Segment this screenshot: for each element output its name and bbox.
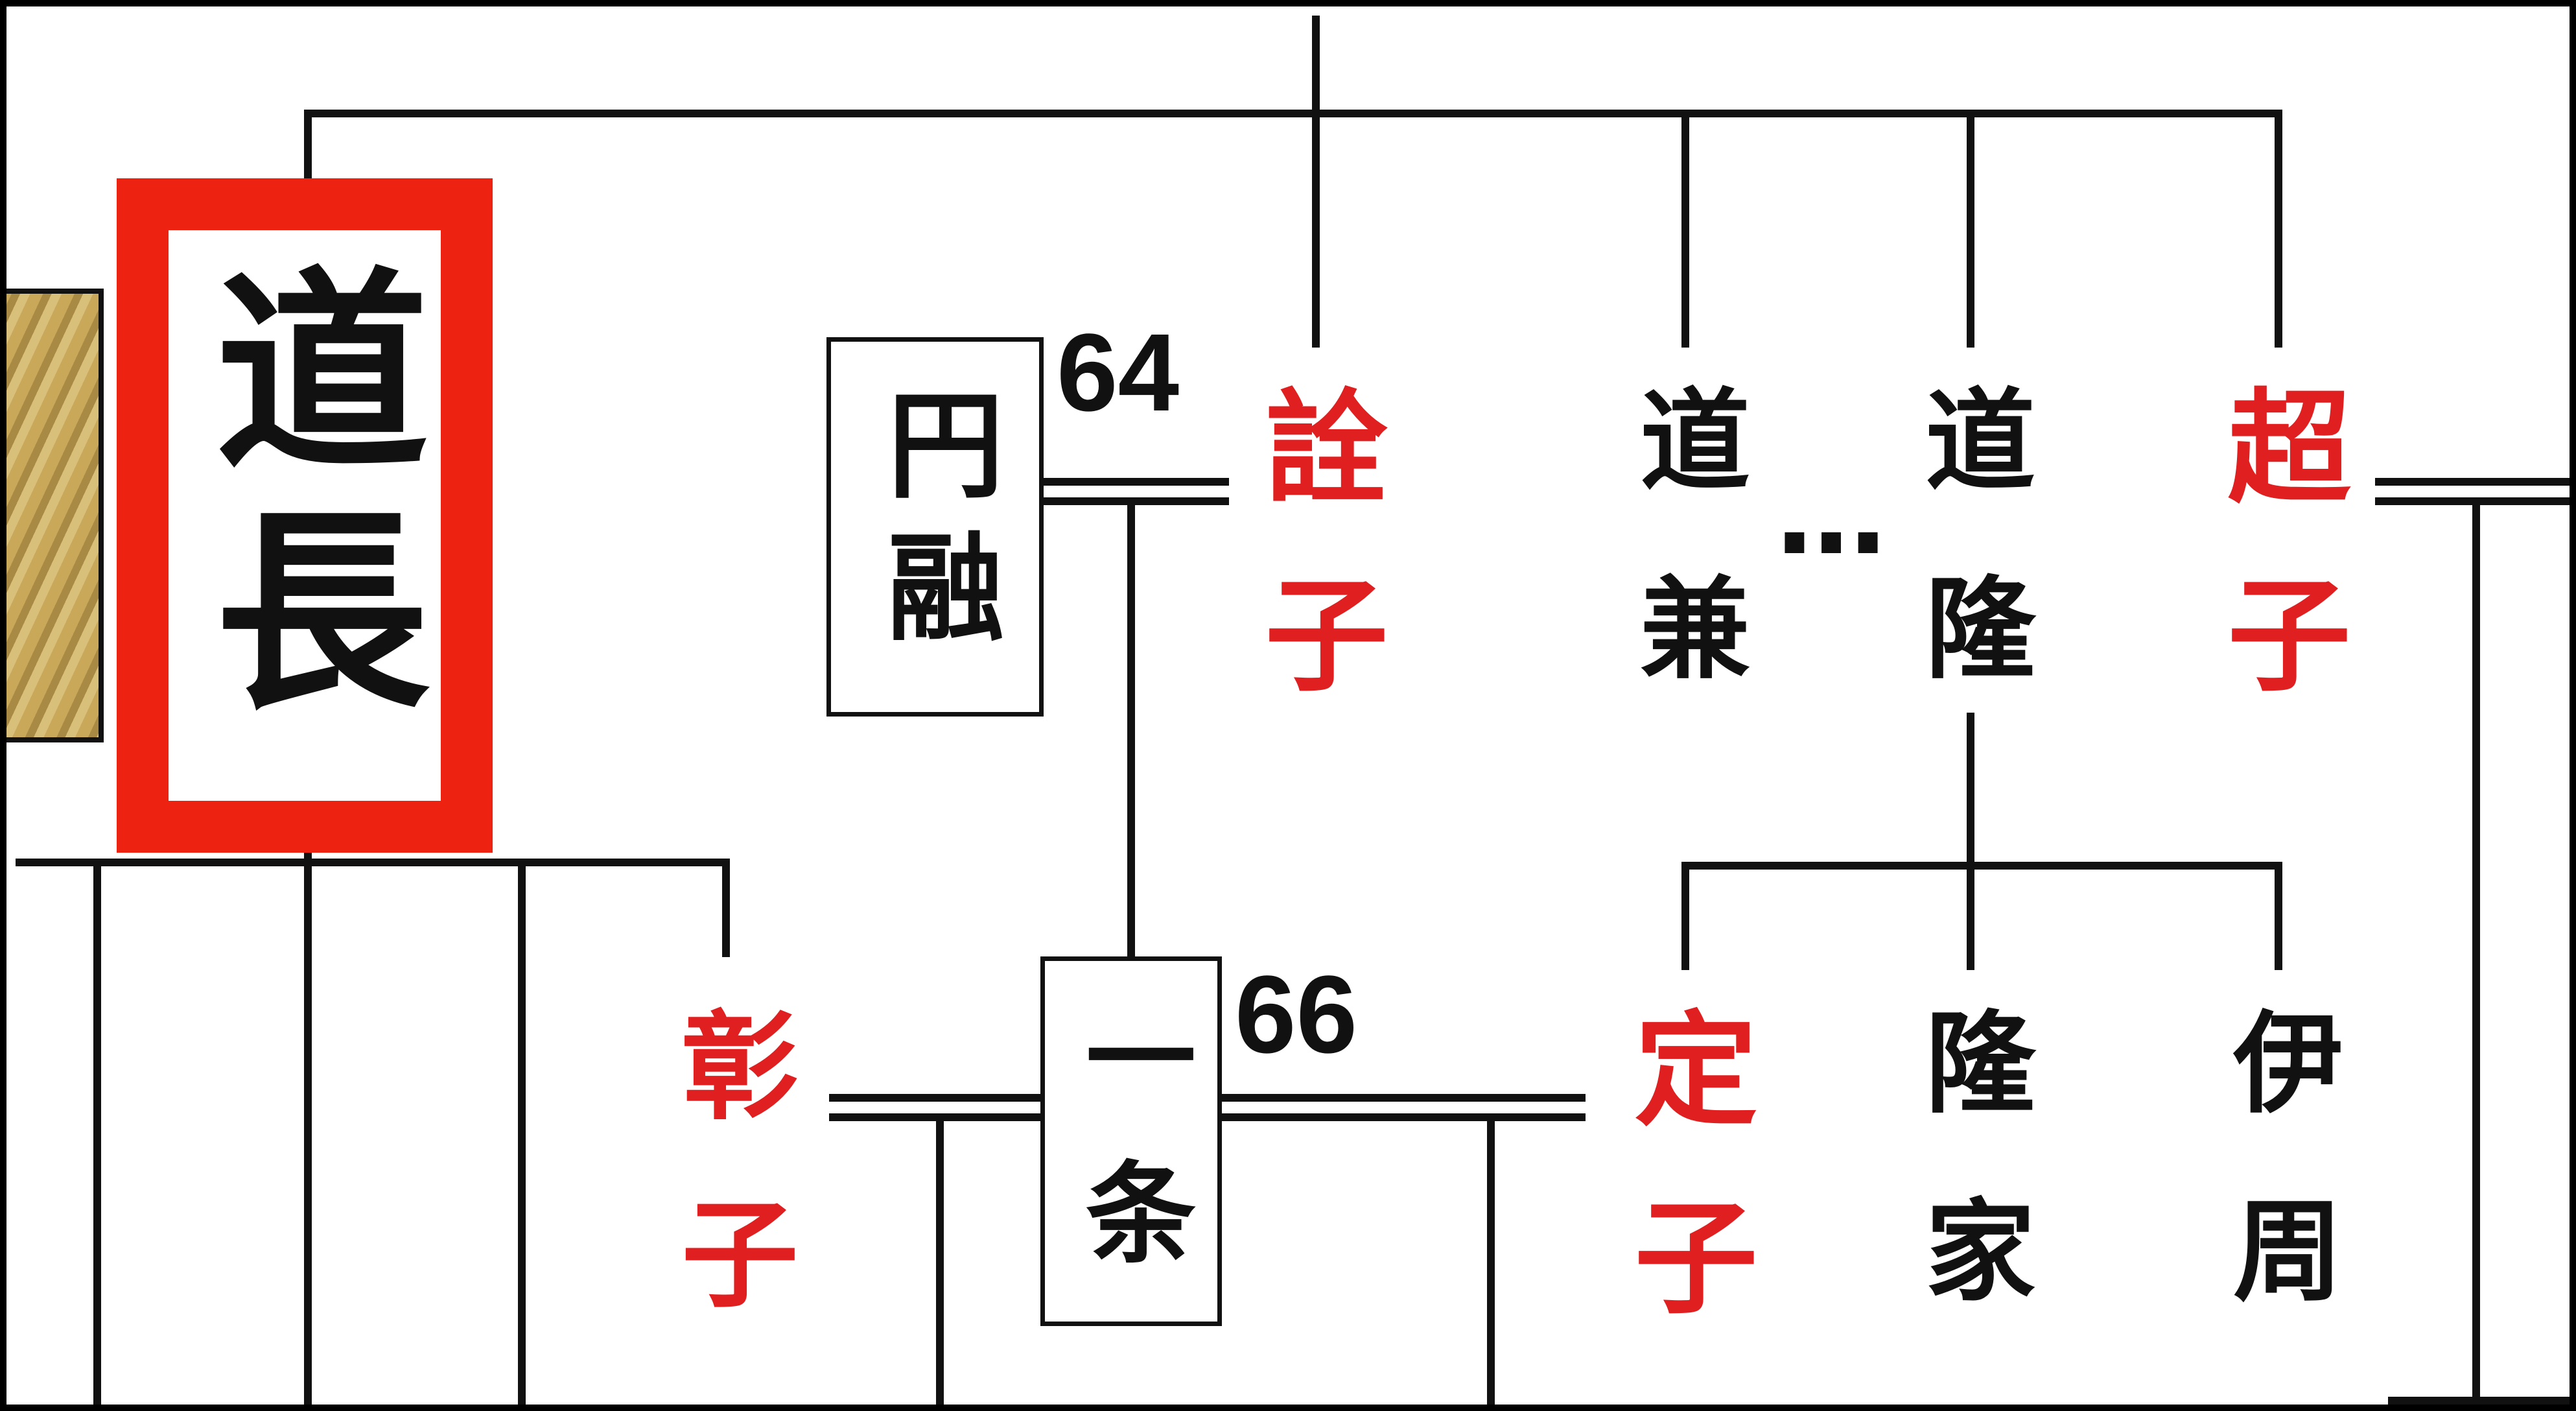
name-shoshi: 彰子 — [661, 1005, 798, 1381]
family-tree-lines — [16, 16, 2570, 1405]
relation-ellipsis: … — [1776, 451, 1886, 580]
name-choshi: 超子 — [2207, 383, 2351, 759]
name-michinaga: 道長 — [169, 259, 441, 739]
name-enyu: 円融 — [867, 384, 1004, 669]
name-michitaka: 道隆 — [1906, 383, 2035, 759]
portrait-painting-icon — [6, 289, 104, 742]
emperor-number-ichijo: 66 — [1235, 953, 1358, 1076]
michinaga-highlight-box — [117, 178, 493, 853]
name-michikane: 道兼 — [1621, 383, 1750, 759]
name-senshi: 詮子 — [1244, 383, 1388, 759]
name-takaie: 隆家 — [1906, 1005, 2035, 1381]
name-korechika: 伊周 — [2214, 1005, 2343, 1381]
name-ichijo: 一条 — [1066, 1000, 1196, 1311]
emperor-ichijo-box: 一条 — [1040, 956, 1222, 1326]
name-teishi: 定子 — [1613, 1005, 1758, 1381]
emperor-enyu-box: 円融 — [826, 337, 1044, 717]
name-michinaga-text: 道長 — [179, 259, 430, 739]
emperor-number-enyu: 64 — [1057, 311, 1180, 434]
